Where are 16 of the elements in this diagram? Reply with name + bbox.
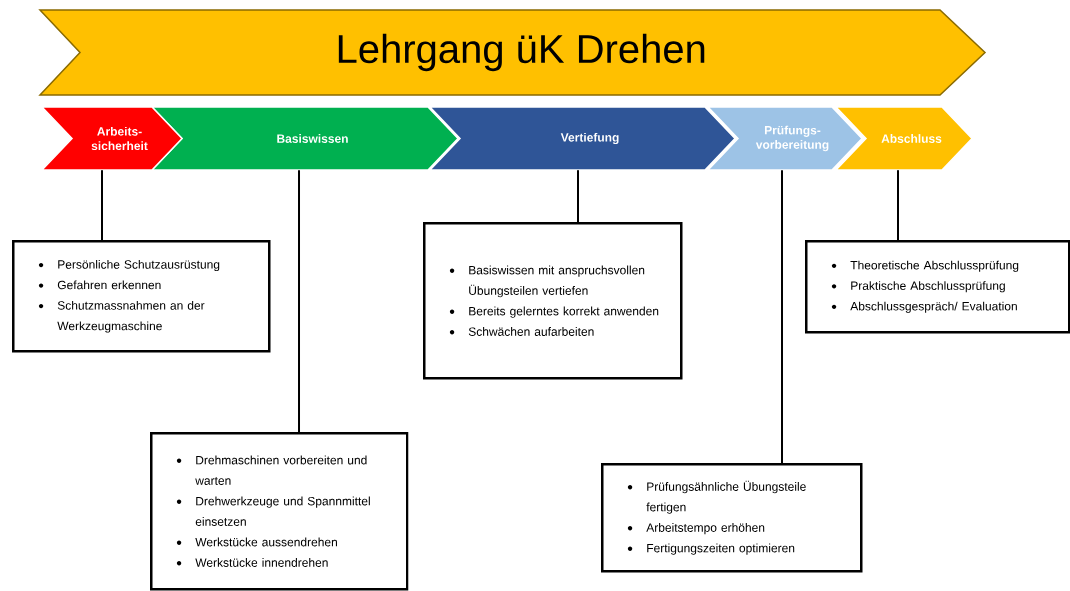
title-banner: Lehrgang üK Drehen: [38, 9, 987, 96]
phase-banner: Arbeits-sicherheit: [40, 106, 184, 171]
connector-line: [781, 169, 783, 464]
phase-banner: Prüfungs-vorbereitung: [706, 106, 864, 171]
bullet-list-box: Basiswissen mit anspruchsvollen Übungsteilen vertiefen Bereits gelerntes korrekt anwenden Schwächen aufarbeiten: [423, 222, 683, 380]
phase-banner: Basiswissen: [150, 106, 460, 171]
connector-line: [897, 169, 899, 241]
phase-banner: Abschluss: [834, 106, 974, 171]
bullet-list-box: Persönliche Schutzausrüstung Gefahren erkennen Schutzmassnahmen an der Werkzeugmaschine: [12, 240, 271, 353]
connector-line: [298, 169, 300, 433]
connector-line: [577, 169, 579, 223]
connector-line: [101, 169, 103, 241]
bullet-list-box: Drehmaschinen vorbereiten und warten Drehwerkzeuge und Spannmittel einsetzen Werkstücke aussendrehen Werkstücke innendrehen: [150, 432, 409, 591]
bullet-list-box: Theoretische Abschlussprüfung Praktische Abschlussprüfung Abschlussgespräch/ Evaluation: [805, 240, 1070, 334]
phase-banner: Vertiefung: [428, 106, 737, 171]
bullet-list-box: Prüfungsähnliche Übungsteile fertigen Arbeitstempo erhöhen Fertigungszeiten optimieren: [601, 463, 863, 573]
